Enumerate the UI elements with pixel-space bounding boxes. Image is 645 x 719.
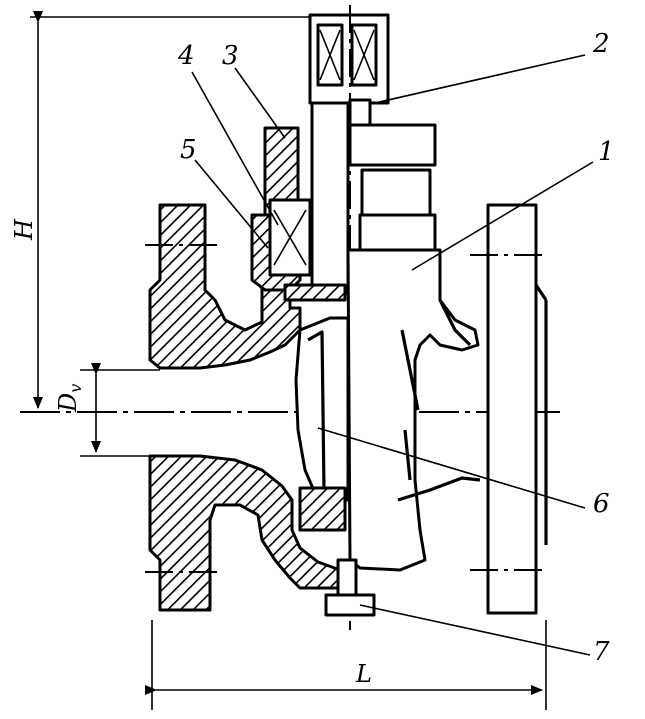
gland-assembly: [250, 126, 312, 292]
dimension-l: L: [145, 620, 547, 710]
callout-6: 6: [593, 489, 610, 519]
dimension-h: H: [10, 11, 320, 409]
leader-lines: [191, 54, 594, 656]
top-nut: [348, 98, 437, 252]
dimension-dv-label: Dv: [54, 384, 85, 413]
right-flange: [470, 203, 548, 615]
callout-5: 5: [180, 135, 197, 165]
callout-2: 2: [592, 29, 610, 59]
dimension-l-label: L: [355, 660, 372, 688]
plug-internal: [283, 283, 350, 532]
dimension-h-label: H: [10, 218, 38, 241]
bottom-bolt: [324, 558, 376, 617]
callout-3: 3: [222, 41, 239, 71]
callout-4: 4: [177, 41, 195, 71]
callout-7: 7: [593, 637, 610, 667]
plug-body: [346, 248, 481, 572]
callout-1: 1: [598, 137, 615, 167]
